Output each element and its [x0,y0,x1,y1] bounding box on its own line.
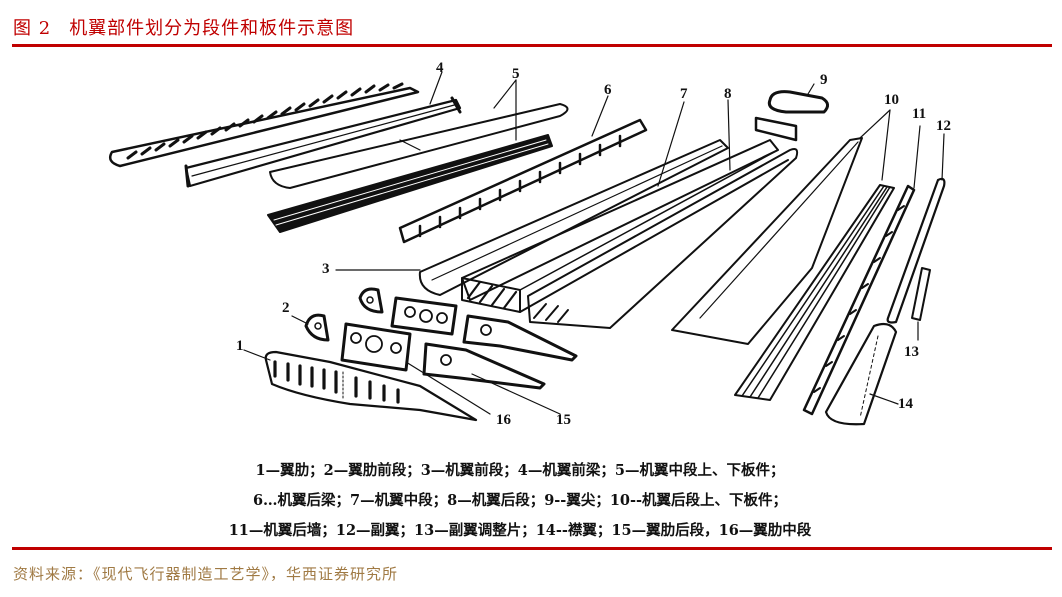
figure-title: 图 2 机翼部件划分为段件和板件示意图 [13,14,354,40]
wing-trailing-section-shape [527,148,799,329]
callout-15: 15 [556,412,571,428]
callout-5: 5 [512,66,520,82]
middle-rib-segment-shape [340,296,458,372]
rear-lower-panel-shape [734,184,895,401]
rear-wall-shape [802,184,916,416]
aileron-tab-shape [911,267,931,321]
parts-legend: 1—翼肋；2—翼肋前段；3—机翼前段；4—机翼前梁；5—机翼中段上、下板件； 6… [180,456,860,546]
source-note: 资料来源：《现代飞行器制造工艺学》，华西证券研究所 [13,565,399,583]
legend-line-3: 11—机翼后墙；12—副翼；13—副翼调整片；14--襟翼；15—翼肋后段，16… [228,522,812,539]
leading-edge-strip-shape [109,82,420,168]
callout-3: 3 [322,261,330,277]
callout-10: 10 [884,92,899,108]
callout-13: 13 [904,344,919,360]
rear-upper-panel-shape [671,137,863,345]
callout-8: 8 [724,86,732,102]
wing-tip-shape [754,90,829,142]
callout-7: 7 [680,86,688,102]
callout-16: 16 [496,412,511,428]
callout-12: 12 [936,118,951,134]
rear-rib-segment-shape [422,314,578,390]
wing-leading-section-shape [418,139,729,296]
bottom-divider [12,547,1052,550]
middle-upper-panel-shape [269,103,569,189]
full-rib-shape [264,350,478,422]
middle-lower-panel-shape [267,134,553,233]
callout-1: 1 [236,338,244,354]
leader-lines [243,71,945,415]
callout-11: 11 [912,106,927,122]
wing-exploded-diagram: 1 2 3 4 5 6 7 8 9 10 11 12 13 14 15 16 [0,50,1062,450]
figure-caption: 机翼部件划分为段件和板件示意图 [69,18,355,39]
legend-line-2: 6…机翼后梁；7—机翼中段；8—机翼后段；9--翼尖；10--机翼后段上、下板件… [252,492,788,509]
front-rib-segment-shape [304,287,384,342]
flap-shape [824,322,898,426]
callout-4: 4 [436,60,444,76]
front-spar-shape [184,96,462,188]
wing-middle-section-shape [461,139,789,313]
callout-9: 9 [820,72,828,88]
aileron-shape [886,177,946,324]
rear-spar-shape [398,118,648,244]
callout-6: 6 [604,82,612,98]
callout-14: 14 [898,396,913,412]
figure-number: 图 2 [13,18,52,39]
callout-2: 2 [282,300,290,316]
legend-line-1: 1—翼肋；2—翼肋前段；3—机翼前段；4—机翼前梁；5—机翼中段上、下板件； [255,462,785,479]
top-divider [12,44,1052,47]
